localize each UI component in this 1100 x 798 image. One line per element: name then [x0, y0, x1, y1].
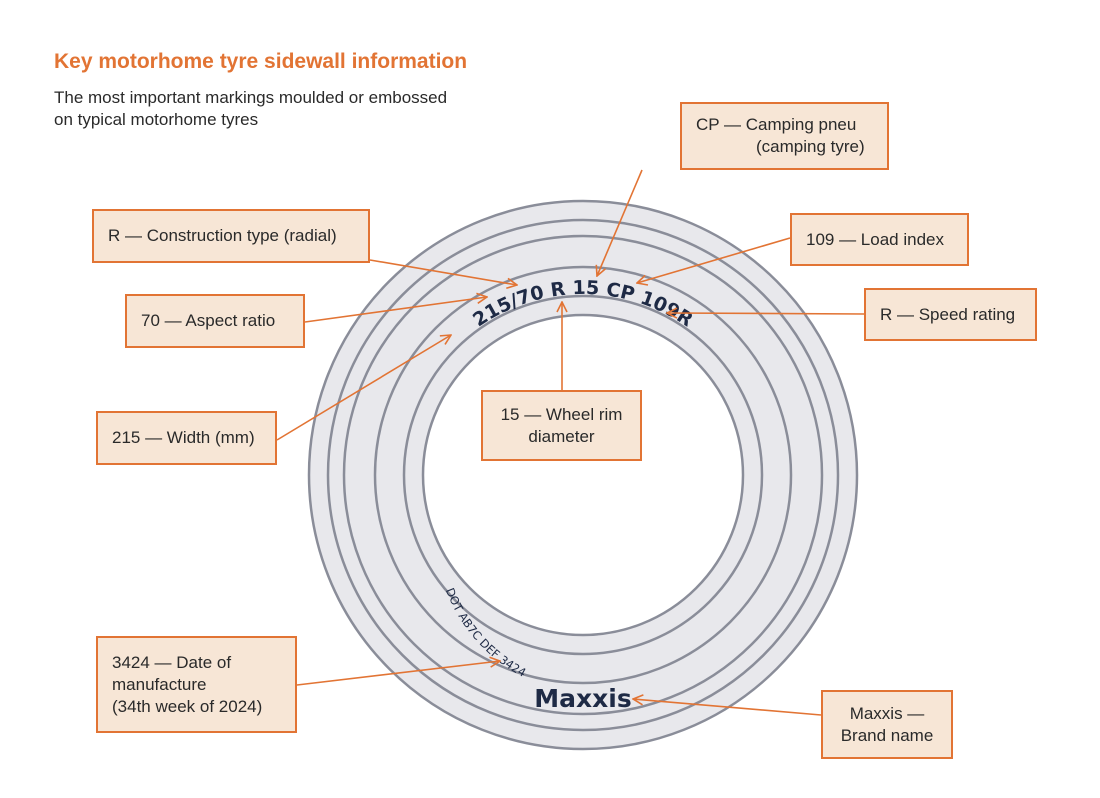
leader-load — [637, 237, 791, 283]
leader-construction — [369, 259, 517, 285]
callout-aspect-ratio: 70 — Aspect ratio — [125, 294, 305, 348]
tyre-ring-1 — [326, 218, 840, 732]
leader-brand — [633, 699, 822, 716]
callout-brand-line1: Maxxis — — [849, 703, 925, 723]
callout-load-line1: 109 — Load index — [806, 229, 944, 249]
brand-marking: Maxxis — [534, 684, 631, 713]
leader-speed — [667, 313, 865, 314]
leader-date — [296, 661, 500, 686]
callout-rim-line1: 15 — Wheel rim — [500, 404, 623, 424]
leader-width — [276, 335, 451, 441]
callout-camping-line1: CP — Camping pneu — [696, 115, 857, 134]
callout-construction-line1: R — Construction type (radial) — [108, 226, 337, 245]
callout-speed-line1: R — Speed rating — [880, 304, 1016, 324]
callout-camping-line2: (camping tyre) — [756, 137, 865, 156]
callout-date-line2: manufacture — [112, 674, 207, 694]
callout-wheel-rim-diameter: 15 — Wheel rim diameter — [481, 390, 642, 461]
callout-load-index: 109 — Load index — [790, 213, 969, 266]
callout-brand-line2: Brand name — [840, 725, 934, 745]
tyre-ring-4 — [402, 294, 764, 656]
callout-rim-line2: diameter — [528, 426, 595, 446]
leader-aspect — [304, 297, 487, 323]
callout-width-line1: 215 — Width (mm) — [112, 428, 255, 447]
callout-date-line3: (34th week of 2024) — [112, 696, 263, 716]
callout-date-line1: 3424 — Date of — [112, 652, 232, 672]
wheel-opening — [421, 313, 745, 637]
page-title: Key motorhome tyre sidewall information — [54, 50, 468, 73]
tyre-ring-2 — [342, 234, 824, 716]
callout-aspect-line1: 70 — Aspect ratio — [141, 311, 276, 330]
tyre-ring-3 — [373, 265, 793, 685]
callout-width: 215 — Width (mm) — [96, 411, 277, 465]
callout-speed-rating: R — Speed rating — [864, 288, 1037, 341]
leader-camping — [597, 169, 643, 276]
callout-construction-type: R — Construction type (radial) — [92, 209, 370, 263]
page-subtitle: The most important markings moulded or e… — [54, 88, 448, 129]
callout-date-of-manufacture: 3424 — Date of manufacture (34th week of… — [96, 636, 297, 733]
callout-brand-name: Maxxis — Brand name — [821, 690, 953, 759]
callout-camping-pneu: CP — Camping pneu (camping tyre) — [680, 102, 889, 170]
